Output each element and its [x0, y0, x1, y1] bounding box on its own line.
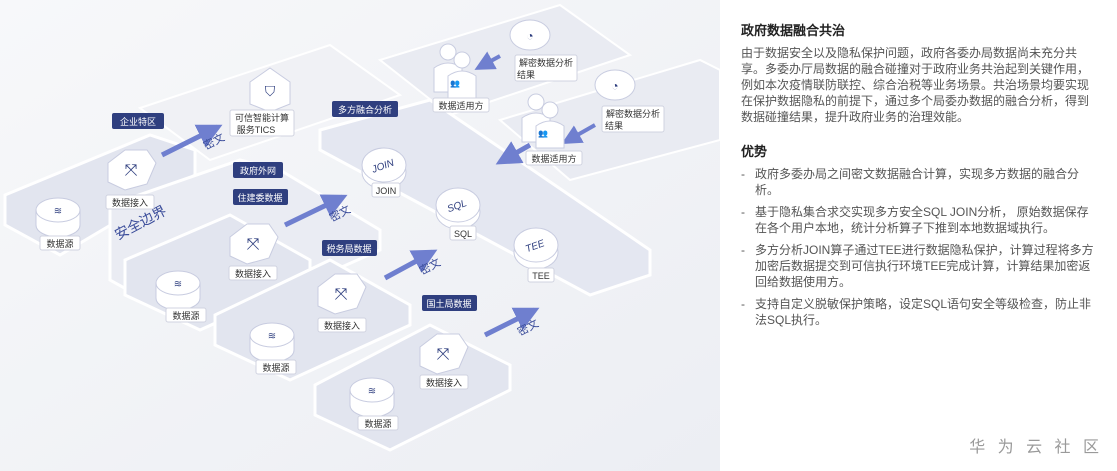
consumer-top: 👥 数据适用方 — [432, 43, 490, 113]
svg-text:企业特区: 企业特区 — [120, 116, 156, 127]
svg-text:可信智能计算: 可信智能计算 — [235, 112, 289, 123]
svg-text:TEE: TEE — [532, 271, 550, 281]
description-panel: 政府数据融合共治 由于数据安全以及隐私保护问题，政府各委办局数据尚未充分共享。多… — [720, 0, 1117, 471]
data-source-land: ≋ 数据源 — [349, 377, 399, 431]
decrypt-result-bottom: ◔ 解密数据分析 结果 — [594, 69, 665, 133]
decrypt-result-top: ◔ 解密数据分析 结果 — [509, 19, 578, 82]
data-access-land: ⤧ 数据接入 — [419, 333, 469, 390]
svg-text:JOIN: JOIN — [376, 186, 397, 196]
svg-text:结果: 结果 — [517, 69, 535, 80]
arrow-land-to-fusion — [483, 307, 540, 338]
tag-land-data: 国土局数据 — [422, 295, 477, 311]
tag-multi-fusion: 多方融合分析 — [332, 101, 398, 117]
svg-text:服务TICS: 服务TICS — [237, 124, 276, 135]
data-access-icon: ⤧ — [247, 236, 260, 253]
arrow-enterprise-to-tics — [160, 124, 223, 158]
svg-text:数据适用方: 数据适用方 — [438, 100, 483, 111]
data-source-housing: ≋ 数据源 — [155, 270, 207, 323]
advantage-item: 基于隐私集合求交实现多方安全SQL JOIN分析， 原始数据保存在各个用户本地，… — [741, 204, 1095, 236]
svg-text:数据源: 数据源 — [172, 310, 199, 321]
advantages-list: 政府多委办局之间密文数据融合计算，实现多方数据的融合分析。 基于隐私集合求交实现… — [741, 166, 1095, 328]
svg-text:解密数据分析: 解密数据分析 — [606, 108, 660, 119]
data-access-housing: ⤧ 数据接入 — [228, 223, 279, 281]
analytics-icon: ◔ — [526, 29, 533, 43]
data-access-enterprise: ⤧ 数据接入 — [105, 149, 157, 210]
consumer-bottom: 👥 数据适用方 — [521, 93, 583, 166]
data-access-tax: ⤧ 数据接入 — [317, 273, 367, 333]
svg-text:政府外网: 政府外网 — [240, 165, 276, 176]
svg-text:税务局数据: 税务局数据 — [326, 243, 371, 254]
user-group-icon: 👥 — [538, 129, 548, 138]
database-icon: ≋ — [174, 279, 182, 290]
arrow-fusion-to-consumer-top — [474, 51, 501, 70]
svg-text:住建委数据: 住建委数据 — [237, 192, 282, 203]
arrow-housing-to-fusion — [283, 194, 348, 228]
svg-text:数据源: 数据源 — [46, 238, 73, 249]
panel-title: 政府数据融合共治 — [741, 23, 846, 38]
database-icon: ≋ — [268, 331, 276, 342]
svg-text:解密数据分析: 解密数据分析 — [519, 57, 573, 68]
tics-node: ⛉ 可信智能计算 服务TICS — [229, 67, 295, 137]
watermark: 华 为 云 社 区 — [969, 439, 1103, 456]
data-source-enterprise: ≋ 数据源 — [35, 197, 81, 251]
tag-housing-data: 住建委数据 — [233, 189, 288, 205]
tag-gov-extranet: 政府外网 — [233, 162, 283, 178]
data-access-icon: ⤧ — [437, 346, 450, 363]
svg-text:数据接入: 数据接入 — [324, 320, 360, 331]
join-node: JOIN JOIN — [361, 147, 407, 198]
architecture-diagram: 企业特区 政府外网 住建委数据 税务局数据 国土局数据 多方融合分析 安全边界 … — [0, 0, 720, 471]
svg-text:数据接入: 数据接入 — [426, 377, 462, 388]
arrow-tax-to-fusion — [383, 249, 438, 281]
svg-text:数据适用方: 数据适用方 — [531, 153, 576, 164]
arrow-fusion-to-consumer-mid — [495, 141, 532, 165]
svg-text:数据接入: 数据接入 — [112, 197, 148, 208]
tag-tax-data: 税务局数据 — [322, 240, 377, 256]
svg-text:多方融合分析: 多方融合分析 — [338, 104, 392, 115]
svg-text:国土局数据: 国土局数据 — [426, 298, 471, 309]
svg-text:数据源: 数据源 — [262, 362, 289, 373]
advantage-item: 政府多委办局之间密文数据融合计算，实现多方数据的融合分析。 — [741, 166, 1095, 198]
svg-text:数据源: 数据源 — [364, 418, 391, 429]
arrow-fusion-to-consumer-bottom — [561, 123, 596, 144]
shield-icon: ⛉ — [265, 83, 276, 99]
advantage-item: 支持自定义脱敏保护策略，设定SQL语句安全等级检查，防止非法SQL执行。 — [741, 296, 1095, 328]
svg-text:数据接入: 数据接入 — [235, 268, 271, 279]
sql-node: SQL SQL — [435, 187, 481, 241]
data-source-tax: ≋ 数据源 — [249, 322, 297, 375]
advantages-title: 优势 — [741, 144, 768, 159]
platform-multi-fusion — [318, 98, 652, 297]
database-icon: ≋ — [54, 206, 62, 217]
data-access-icon: ⤧ — [125, 162, 138, 179]
svg-text:结果: 结果 — [605, 120, 623, 131]
svg-text:SQL: SQL — [454, 229, 472, 239]
tag-enterprise-zone: 企业特区 — [112, 113, 164, 129]
advantage-item: 多方分析JOIN算子通过TEE进行数据隐私保护，计算过程将多方加密后数据提交到可… — [741, 242, 1095, 290]
panel-description: 由于数据安全以及隐私保护问题，政府各委办局数据尚未充分共享。多委办厅局数据的融合… — [741, 46, 1090, 124]
data-access-icon: ⤧ — [335, 286, 348, 303]
tee-node: TEE TEE — [513, 227, 559, 283]
analytics-icon: ◔ — [611, 79, 618, 93]
database-icon: ≋ — [368, 386, 376, 397]
user-group-icon: 👥 — [450, 79, 460, 88]
